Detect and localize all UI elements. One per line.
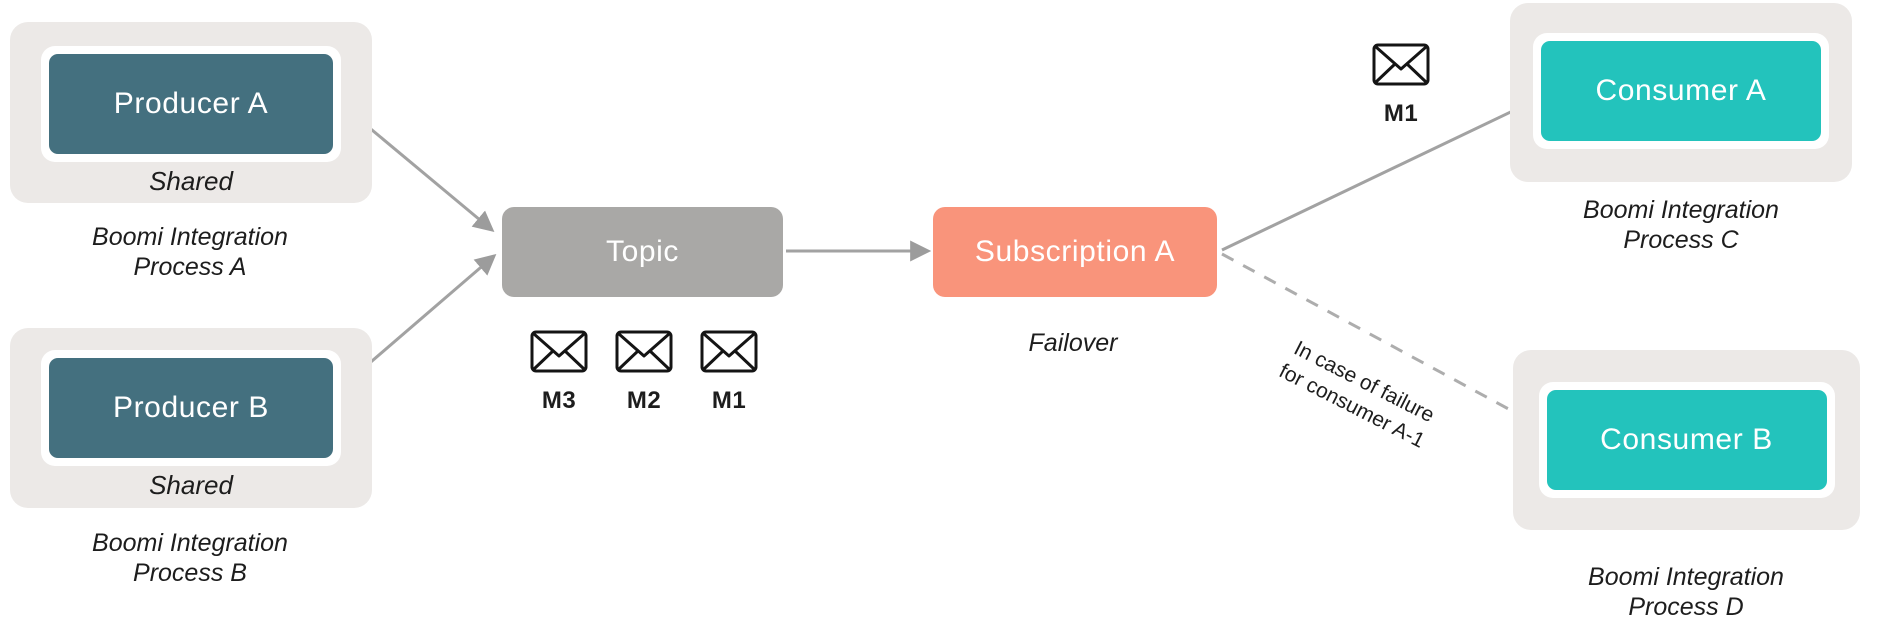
caption-line: Process B (133, 559, 247, 587)
consumer-a-node: Consumer A (1541, 41, 1821, 141)
message-m1: M1 (700, 330, 758, 415)
message-m2: M2 (615, 330, 673, 415)
topic-node: Topic (502, 207, 783, 297)
caption-line: Process A (133, 253, 247, 281)
consumer-a-container: Consumer A (1510, 3, 1852, 182)
producer-a-caption: Boomi Integration Process A (40, 222, 340, 282)
envelope-icon (700, 330, 758, 378)
producer-b-node: Producer B (49, 358, 333, 458)
caption-line: Process D (1628, 593, 1744, 621)
consumer-a-caption: Boomi Integration Process C (1531, 195, 1831, 255)
envelope-icon (530, 330, 588, 378)
consumer-a-frame: Consumer A (1533, 33, 1829, 149)
caption-line: Boomi Integration (92, 529, 288, 557)
message-label: M2 (626, 387, 662, 414)
message-label: M1 (1383, 100, 1419, 127)
envelope-icon (615, 330, 673, 378)
producer-b-container: Producer B Shared (10, 328, 372, 508)
consumer-b-node: Consumer B (1546, 390, 1827, 490)
message-label: M3 (541, 387, 577, 414)
caption-line: Process C (1623, 226, 1739, 254)
message-m1-inflight: M1 (1372, 43, 1430, 128)
subscription-a-caption: Failover (1028, 329, 1118, 357)
failover-note: In case of failure for consumer A-1 (1239, 315, 1477, 472)
producer-a-container: Producer A Shared (10, 22, 372, 203)
producer-b-shared-label: Shared (149, 470, 233, 500)
caption-line: Boomi Integration (92, 223, 288, 251)
envelope-icon (1372, 43, 1430, 91)
consumer-b-container: Consumer B (1513, 350, 1860, 530)
subscription-a-node: Subscription A (933, 207, 1217, 297)
producer-b-caption: Boomi Integration Process B (40, 528, 340, 588)
caption-line: Boomi Integration (1583, 196, 1779, 224)
message-m3: M3 (530, 330, 588, 415)
consumer-b-frame: Consumer B (1538, 382, 1835, 498)
topic-message-queue: M3 M2 M1 (530, 330, 758, 415)
producer-a-frame: Producer A (41, 46, 341, 162)
producer-a-shared-label: Shared (149, 166, 233, 196)
consumer-b-caption: Boomi Integration Process D (1536, 562, 1836, 622)
producer-b-frame: Producer B (41, 350, 341, 466)
caption-line: Boomi Integration (1588, 563, 1784, 591)
producer-a-node: Producer A (49, 54, 333, 154)
message-label: M1 (711, 387, 747, 414)
